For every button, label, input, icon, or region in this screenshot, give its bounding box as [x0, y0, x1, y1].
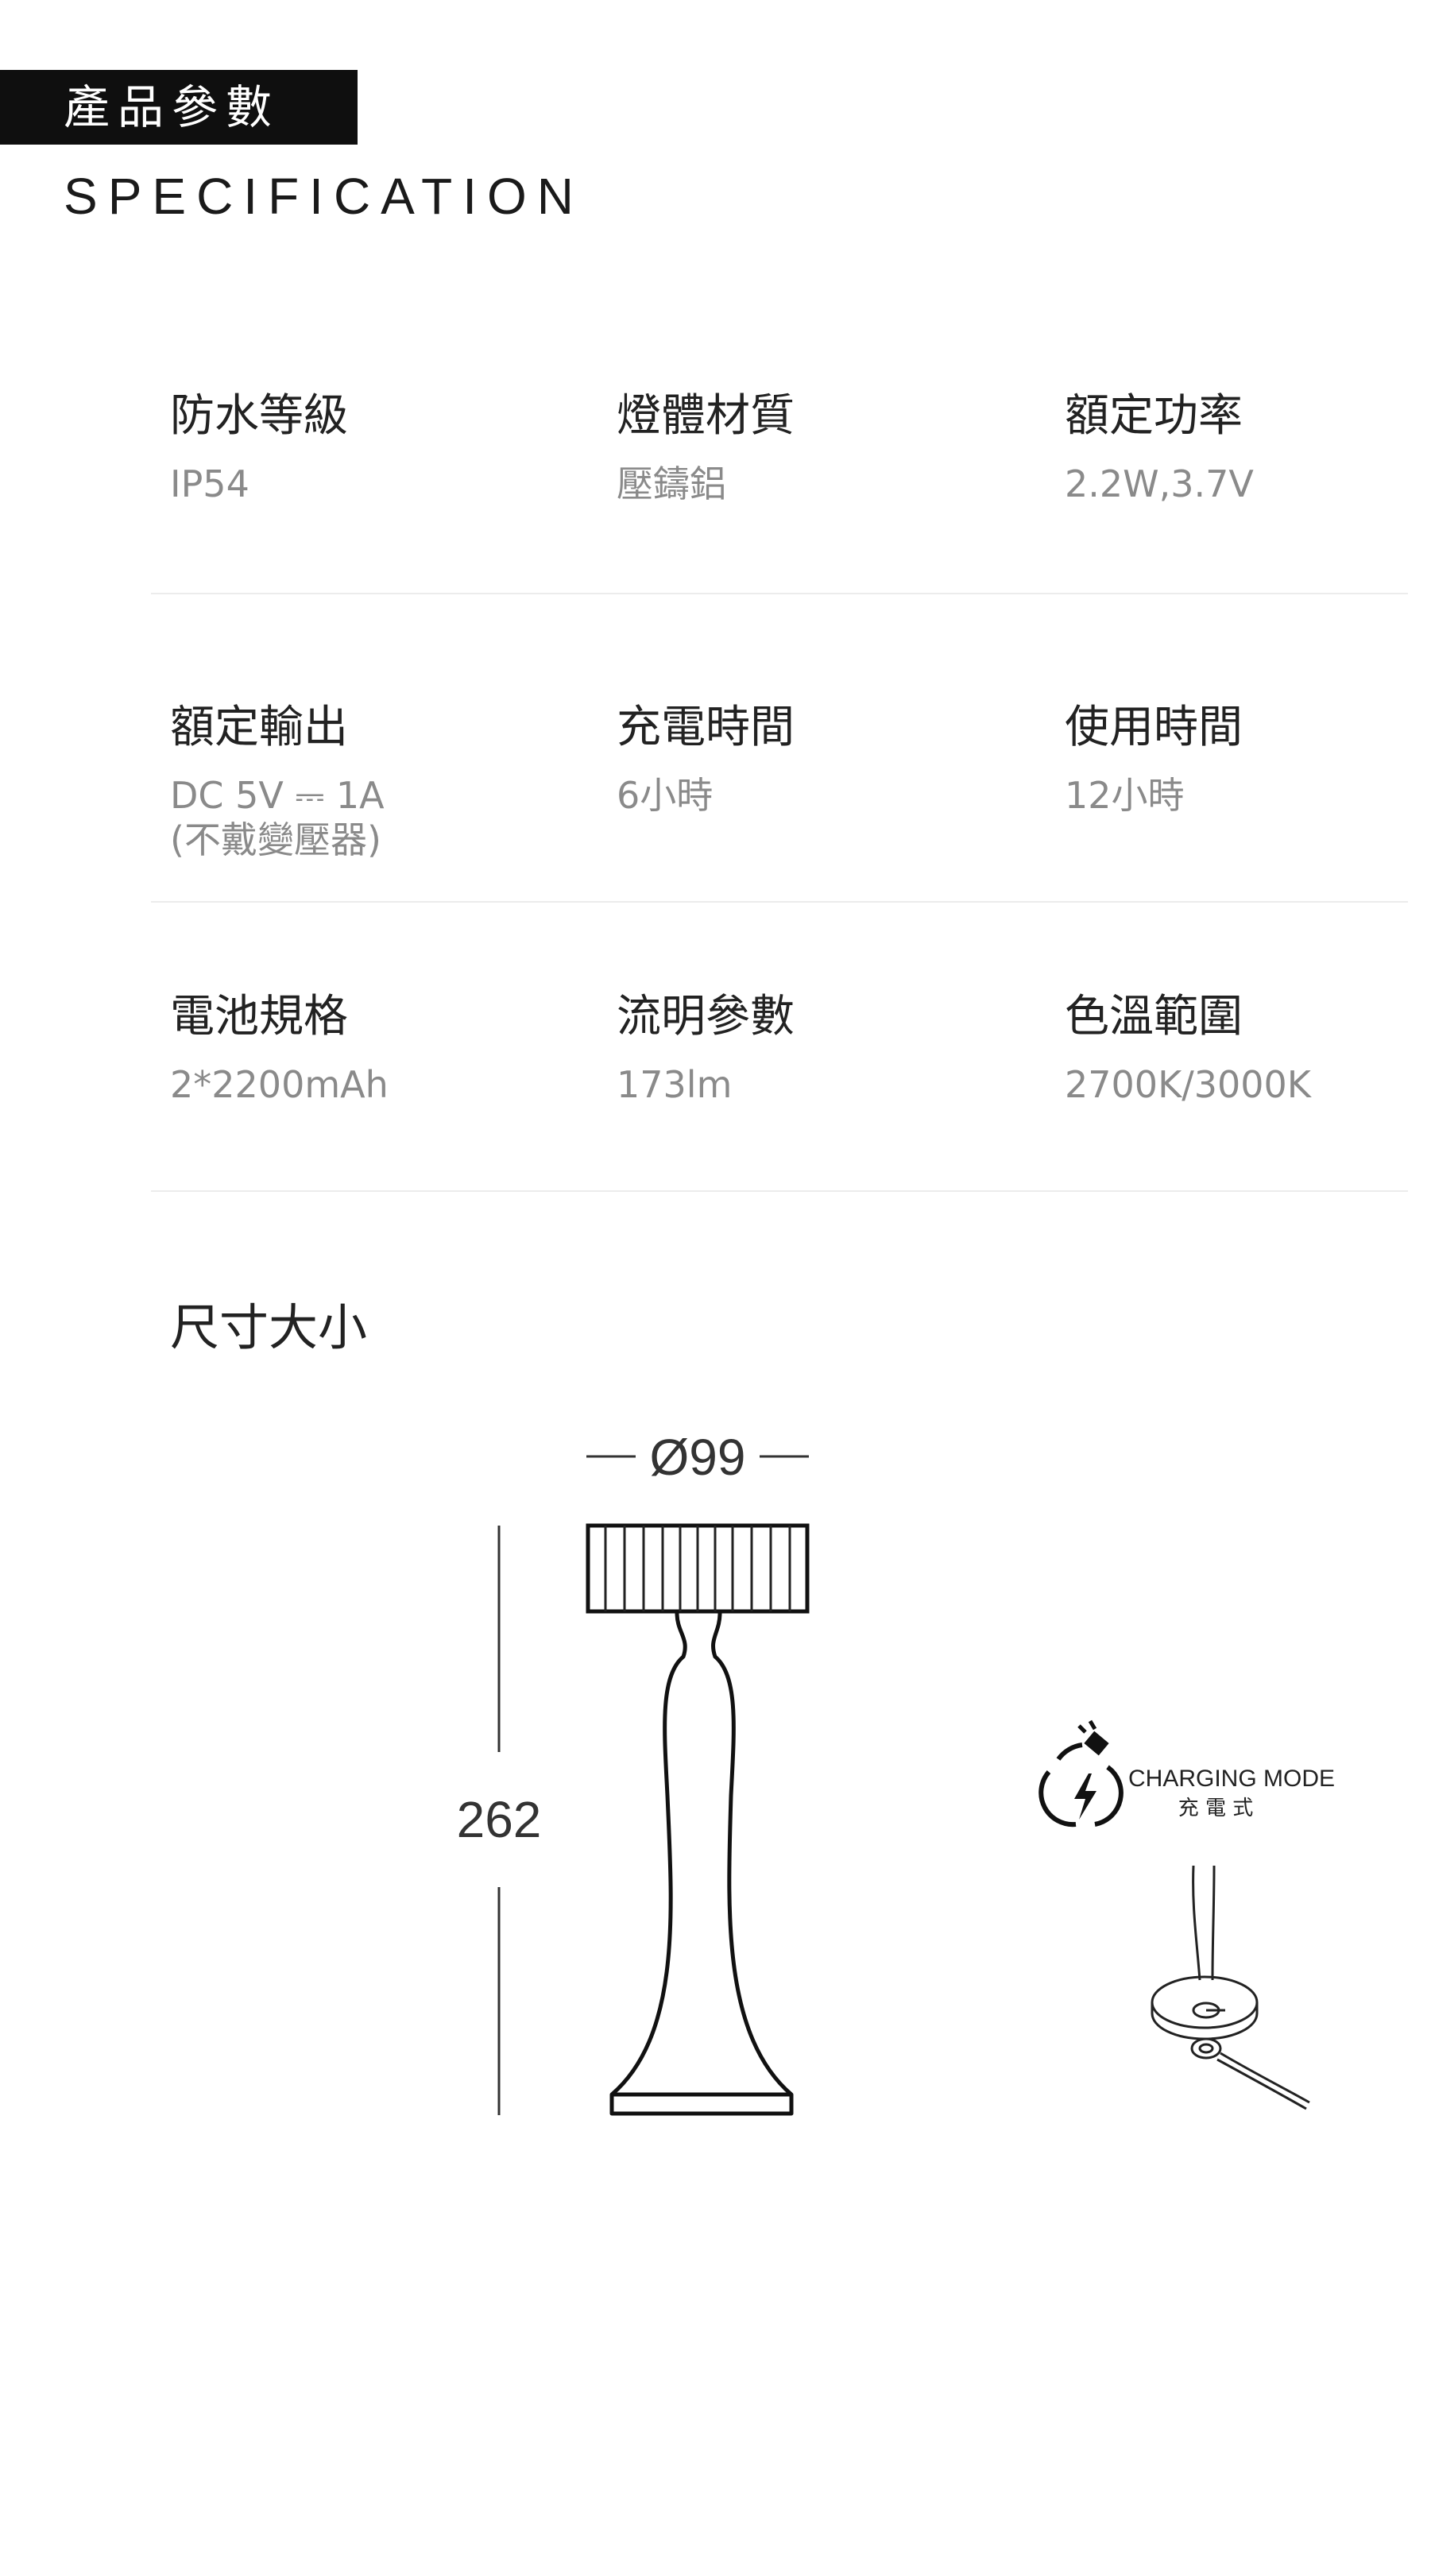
- section-badge: 產品參數: [0, 70, 358, 145]
- spec-value: 12小時: [1065, 774, 1185, 817]
- spec-label: 額定輸出: [170, 702, 348, 753]
- charging-mode-zh: 充 電 式: [1178, 1797, 1254, 1820]
- spec-label: 色溫範圍: [1065, 991, 1243, 1042]
- spec-label: 額定功率: [1065, 390, 1243, 442]
- spec-label: 使用時間: [1065, 702, 1243, 753]
- spec-lumen: 流明參數 173lm: [617, 981, 795, 1107]
- spec-usage-time: 使用時間 12小時: [1065, 691, 1243, 818]
- spec-waterproof: 防水等級 IP54: [170, 380, 348, 506]
- charging-icon: [1038, 1719, 1124, 1828]
- divider: [151, 901, 1408, 903]
- section-subtitle: SPECIFICATION: [64, 168, 584, 225]
- size-section-title: 尺寸大小: [170, 1298, 368, 1356]
- spec-label: 電池規格: [170, 991, 348, 1042]
- diameter-label: Ø99: [650, 1429, 746, 1486]
- charging-mode-en: CHARGING MODE: [1128, 1766, 1335, 1792]
- spec-charging-time: 充電時間 6小時: [617, 691, 795, 818]
- spec-rated-output: 額定輸出 DC 5V ⎓ 1A (不戴變壓器): [170, 691, 385, 862]
- spec-material: 燈體材質 壓鑄鋁: [617, 380, 795, 506]
- spec-value: 173lm: [617, 1063, 733, 1106]
- height-label: 262: [457, 1791, 542, 1848]
- lamp-shade: [586, 1523, 810, 1614]
- spec-color-temp: 色溫範圍 2700K/3000K: [1065, 981, 1311, 1107]
- spec-value: 2.2W,3.7V: [1065, 462, 1254, 505]
- spec-label: 充電時間: [617, 702, 795, 753]
- spec-label: 防水等級: [170, 390, 348, 442]
- spec-label: 流明參數: [617, 991, 795, 1042]
- spec-value: 2*2200mAh: [170, 1063, 389, 1106]
- lamp-body: [609, 1612, 794, 2116]
- divider: [151, 593, 1408, 594]
- spec-value: 壓鑄鋁: [617, 462, 726, 505]
- spec-battery: 電池規格 2*2200mAh: [170, 981, 389, 1107]
- divider: [151, 1190, 1408, 1192]
- spec-value: 6小時: [617, 774, 714, 817]
- spec-value: DC 5V ⎓ 1A (不戴變壓器): [170, 774, 385, 861]
- spec-rated-power: 額定功率 2.2W,3.7V: [1065, 380, 1254, 506]
- spec-value: IP54: [170, 462, 249, 505]
- spec-value: 2700K/3000K: [1065, 1063, 1311, 1106]
- spec-label: 燈體材質: [617, 390, 795, 442]
- charging-base-illustration: [1151, 1865, 1310, 2110]
